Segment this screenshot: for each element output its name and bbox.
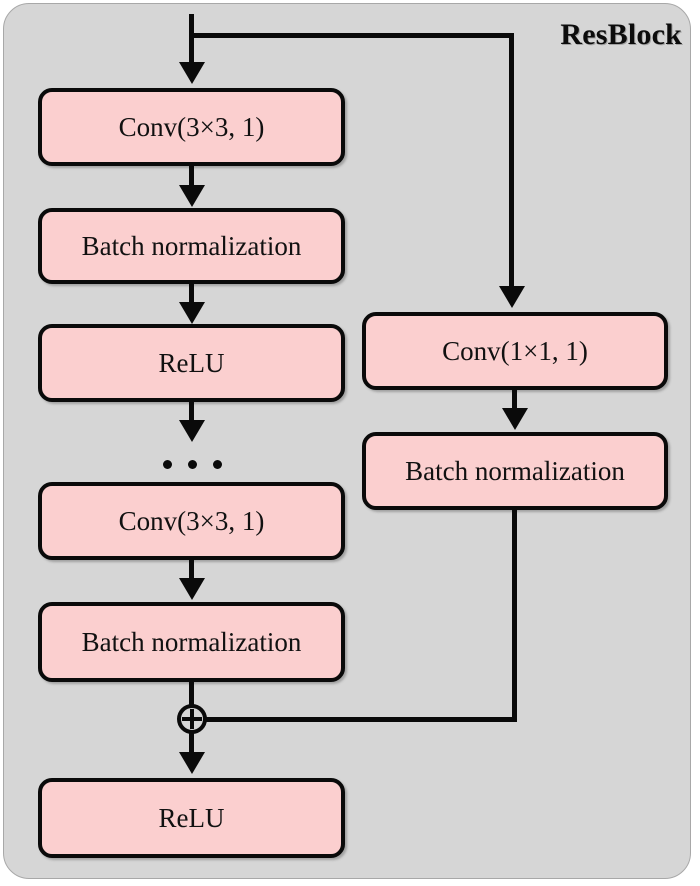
node-relu1[interactable]: ReLU [38, 324, 345, 402]
arrowhead-input-to-conv1 [179, 62, 205, 84]
node-conv1[interactable]: Conv(3×3, 1) [38, 88, 345, 166]
edge-convshortcut-bnshortcut [512, 390, 517, 412]
ellipsis-indicator [163, 460, 222, 469]
arrowhead-conv2-to-bn2 [179, 578, 205, 600]
edge-input-stem [189, 14, 194, 66]
node-relu1-label: ReLU [158, 347, 225, 378]
edge-sum-to-relu2 [189, 733, 194, 758]
ellipsis-dot [213, 460, 222, 469]
ellipsis-dot [163, 460, 172, 469]
node-relu2[interactable]: ReLU [38, 778, 345, 858]
arrowhead-sum-to-relu2 [179, 752, 205, 774]
edge-shortcut-vertical [509, 33, 514, 288]
node-conv1-label: Conv(3×3, 1) [118, 111, 265, 142]
node-bn1-label: Batch normalization [81, 230, 302, 261]
node-bn1[interactable]: Batch normalization [38, 208, 345, 284]
edge-bnshortcut-down [512, 510, 517, 722]
edge-conv2-bn2 [189, 560, 194, 582]
arrowhead-relu1-to-ellipsis [179, 420, 205, 442]
ellipsis-dot [188, 460, 197, 469]
edge-bn1-relu1 [189, 284, 194, 306]
node-bn-shortcut-label: Batch normalization [405, 455, 625, 486]
sum-operator-node[interactable] [177, 704, 207, 734]
edge-shortcut-to-sum-horizontal [204, 717, 517, 722]
arrowhead-input-to-conv-shortcut [499, 286, 525, 308]
arrowhead-conv1-to-bn1 [179, 185, 205, 207]
node-conv-shortcut-label: Conv(1×1, 1) [442, 335, 588, 366]
node-relu2-label: ReLU [158, 802, 225, 833]
node-bn-shortcut[interactable]: Batch normalization [362, 432, 668, 510]
node-conv2[interactable]: Conv(3×3, 1) [38, 482, 345, 560]
edge-input-to-shortcut-horizontal [189, 33, 514, 38]
edge-conv1-bn1 [189, 166, 194, 188]
node-bn2[interactable]: Batch normalization [38, 602, 345, 682]
arrowhead-bn1-to-relu1 [179, 302, 205, 324]
page-title: ResBlock [560, 18, 682, 51]
arrowhead-convshortcut-to-bnshortcut [502, 408, 528, 430]
node-bn2-label: Batch normalization [81, 626, 302, 657]
node-conv2-label: Conv(3×3, 1) [118, 505, 265, 536]
edge-relu1-ellipsis [189, 402, 194, 424]
node-conv-shortcut[interactable]: Conv(1×1, 1) [362, 312, 668, 390]
edge-bn2-to-sum [189, 682, 194, 708]
